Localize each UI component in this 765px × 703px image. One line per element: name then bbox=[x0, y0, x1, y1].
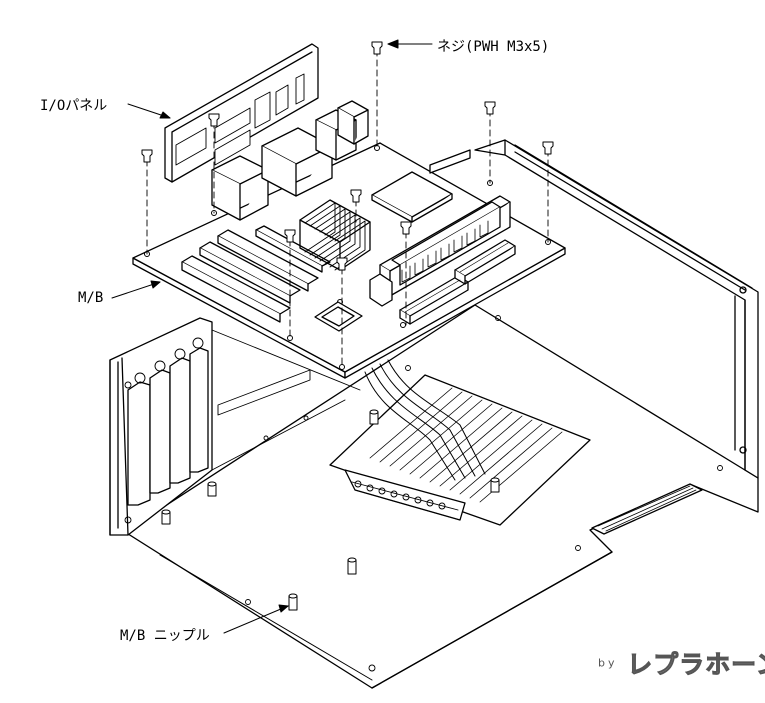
brand-logo: レプラホーン bbox=[627, 650, 765, 680]
cpu-heatsink bbox=[299, 199, 371, 271]
io-panel-label: I/Oパネル bbox=[40, 98, 108, 114]
credit-watermark: by レプラホーン bbox=[598, 645, 765, 681]
board-connectors bbox=[399, 239, 516, 325]
mb-standoffs bbox=[161, 409, 500, 611]
motherboard-label: M/B bbox=[78, 290, 104, 306]
callout-leaders bbox=[111, 39, 433, 634]
rear-io-ports bbox=[211, 100, 369, 221]
northbridge bbox=[371, 171, 453, 223]
case-side-wall bbox=[474, 139, 759, 479]
chipset bbox=[314, 301, 363, 332]
mb-spacer-label: M/B ニップル bbox=[120, 628, 210, 644]
expansion-slots bbox=[181, 225, 331, 323]
screws bbox=[141, 41, 554, 368]
ribbon-cables bbox=[364, 359, 486, 481]
case-rear-panel bbox=[109, 317, 361, 536]
motherboard bbox=[132, 100, 566, 481]
memory-modules bbox=[369, 195, 511, 307]
credit-by: by bbox=[598, 656, 618, 670]
screw-label: ネジ(PWH M3x5) bbox=[437, 39, 550, 55]
case-floor bbox=[124, 304, 759, 689]
io-panel bbox=[164, 43, 319, 183]
